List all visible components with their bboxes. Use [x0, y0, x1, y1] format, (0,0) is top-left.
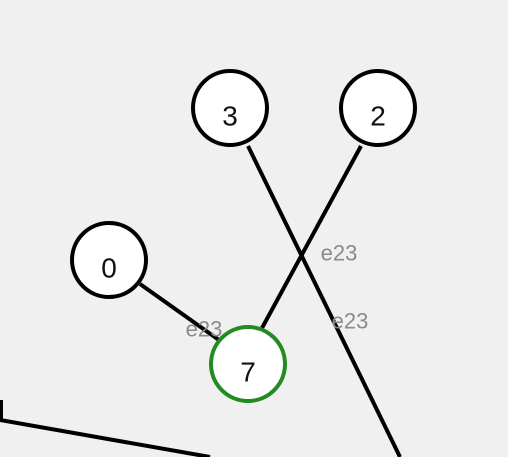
graph-node-2[interactable]: 2: [339, 69, 417, 147]
node-circle-7[interactable]: [209, 325, 287, 403]
node-circle-2[interactable]: [339, 69, 417, 147]
edge-0-7[interactable]: [138, 282, 228, 347]
edge-offscreen[interactable]: [0, 418, 211, 457]
node-label-0: 0: [101, 253, 117, 284]
edge-layer: [0, 145, 402, 457]
node-label-7: 7: [240, 357, 256, 388]
node-label-2: 2: [370, 101, 386, 132]
edge-label-3-out: e23: [332, 309, 369, 334]
edge-3-out[interactable]: [246, 145, 402, 457]
graph-node-3[interactable]: 3: [191, 69, 269, 147]
node-circle-0[interactable]: [70, 221, 148, 299]
edge-label-layer: e23 e23 e23: [186, 241, 369, 342]
node-label-3: 3: [222, 101, 238, 132]
graph-node-0[interactable]: 0: [70, 221, 148, 299]
edge-label-2-7: e23: [321, 241, 358, 266]
edge-label-0-7: e23: [186, 317, 223, 342]
node-circle-3[interactable]: [191, 69, 269, 147]
graph-node-7-selected[interactable]: 7: [209, 325, 287, 403]
edge-2-7[interactable]: [260, 145, 363, 329]
node-layer: 0 2 3 7: [70, 69, 417, 403]
